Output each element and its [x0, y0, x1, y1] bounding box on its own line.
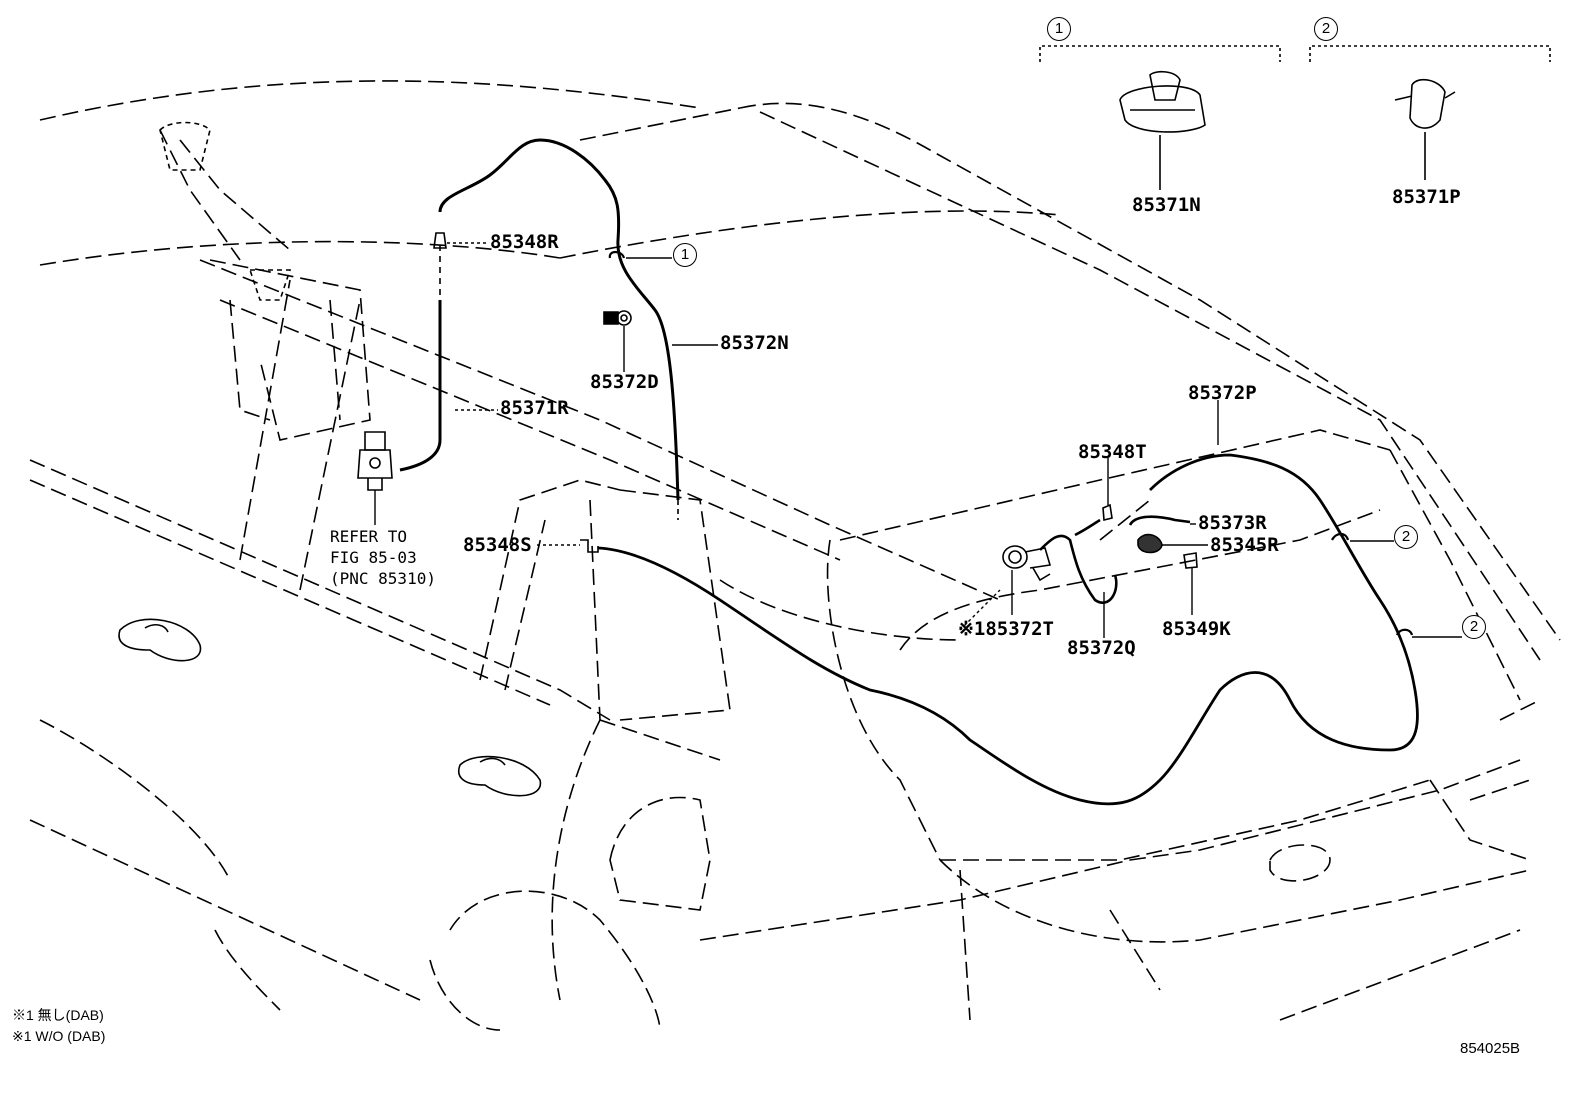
part-label-85345R: 85345R	[1210, 534, 1279, 556]
footnote-jp: ※1 無し(DAB)	[12, 1007, 104, 1023]
hose-85372N	[438, 138, 680, 520]
washer-reservoir	[159, 121, 292, 301]
hose-clips	[608, 250, 1414, 636]
refer-note-line-1: REFER TO	[330, 527, 408, 546]
door-handle-front	[118, 618, 202, 662]
refer-note-line-3: (PNC 85310)	[330, 569, 436, 588]
part-label-85348T: 85348T	[1078, 441, 1147, 463]
footnote-en: ※1 W/O (DAB)	[12, 1028, 106, 1044]
hose-rear-main	[597, 453, 1419, 806]
part-label-85349K: 85349K	[1162, 618, 1231, 640]
part-label-85372N: 85372N	[720, 332, 789, 354]
part-label-85348S: 85348S	[463, 534, 532, 556]
figure-id: 854025B	[1460, 1040, 1521, 1057]
part-label-85372T: ※185372T	[958, 618, 1054, 640]
nozzle-85372T	[1002, 545, 1052, 582]
refer-note-line-2: FIG 85-03	[330, 548, 417, 567]
clip-callout-2-lower: 2	[1462, 615, 1486, 639]
body-outline	[29, 80, 1561, 1031]
clip-85371P	[1394, 78, 1456, 180]
part-label-85371P: 85371P	[1392, 186, 1461, 208]
clip-85371N	[1119, 70, 1206, 190]
group-marker-2: 2	[1314, 17, 1338, 41]
grommet-85372D	[603, 310, 632, 326]
part-label-85348R: 85348R	[490, 231, 559, 253]
group-brackets	[1039, 45, 1551, 62]
part-label-85372D: 85372D	[590, 371, 659, 393]
leader-lines	[374, 242, 1462, 638]
check-valves	[433, 232, 1198, 569]
clip-callout-1: 1	[673, 243, 697, 267]
part-label-85371R: 85371R	[500, 397, 569, 419]
clip-callout-2-upper: 2	[1394, 525, 1418, 549]
part-label-85372P: 85372P	[1188, 382, 1257, 404]
door-handle-rear	[458, 755, 542, 797]
pump-motor	[357, 431, 393, 491]
hose-85373R	[1128, 515, 1191, 526]
hose-85371R	[399, 245, 442, 472]
part-label-85371N: 85371N	[1132, 194, 1201, 216]
part-label-85372Q: 85372Q	[1067, 637, 1136, 659]
hose-85372Q	[1039, 518, 1118, 604]
part-label-85373R: 85373R	[1198, 512, 1267, 534]
group-marker-1: 1	[1047, 17, 1071, 41]
